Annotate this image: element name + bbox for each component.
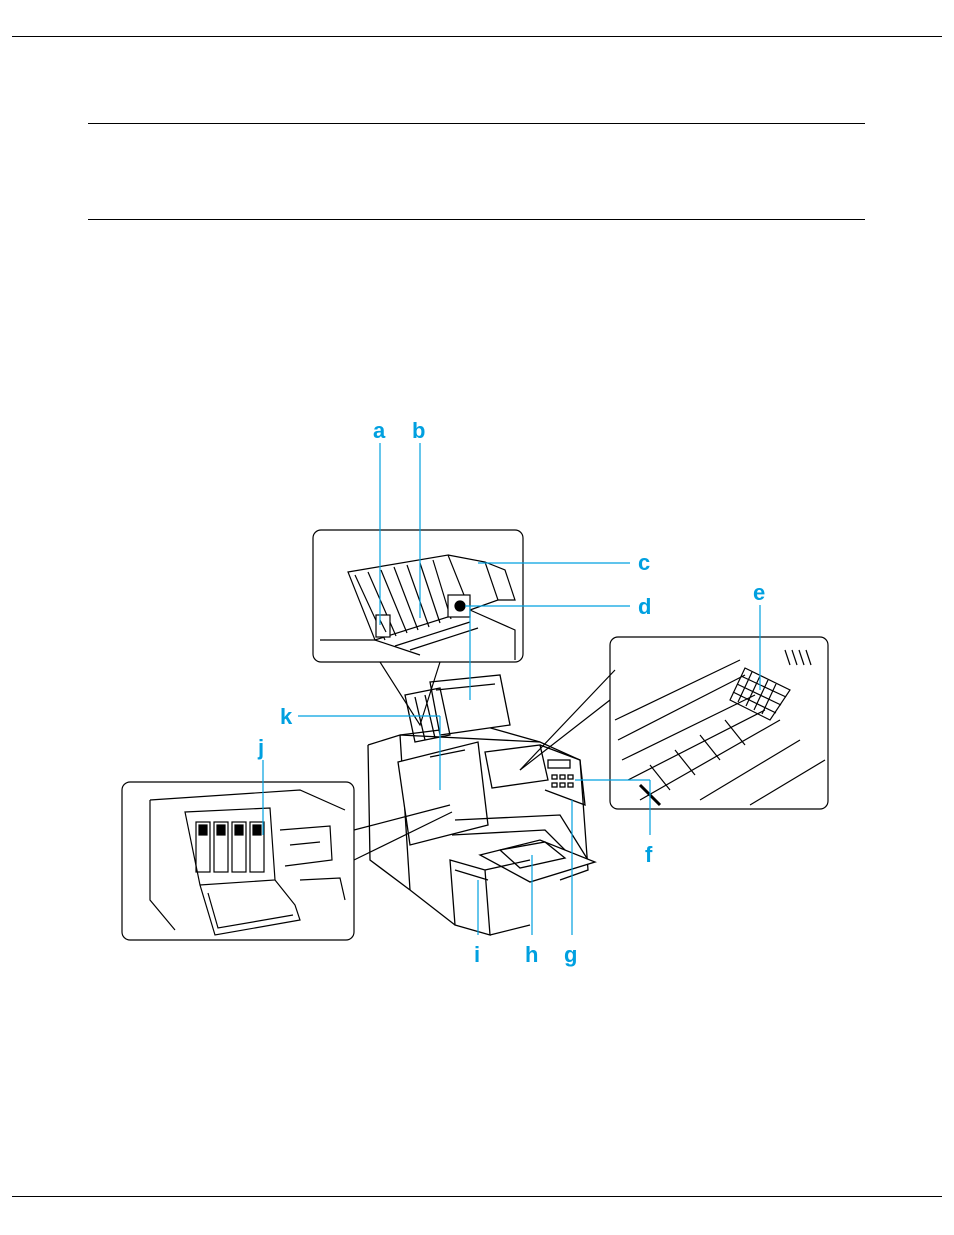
callout-h: h	[525, 942, 538, 967]
callout-d: d	[638, 594, 651, 619]
callout-b: b	[412, 418, 425, 443]
callout-j: j	[257, 735, 264, 760]
callout-g: g	[564, 942, 577, 967]
inset-print-head-area	[610, 637, 828, 809]
inset-paper-feeder	[313, 530, 523, 662]
callout-i: i	[474, 942, 480, 967]
inset-ink-cartridges	[122, 782, 354, 940]
callout-a: a	[373, 418, 386, 443]
callout-k: k	[280, 704, 293, 729]
callout-c: c	[638, 550, 650, 575]
callout-f: f	[645, 842, 653, 867]
callout-e: e	[753, 580, 765, 605]
printer-body	[368, 675, 595, 935]
